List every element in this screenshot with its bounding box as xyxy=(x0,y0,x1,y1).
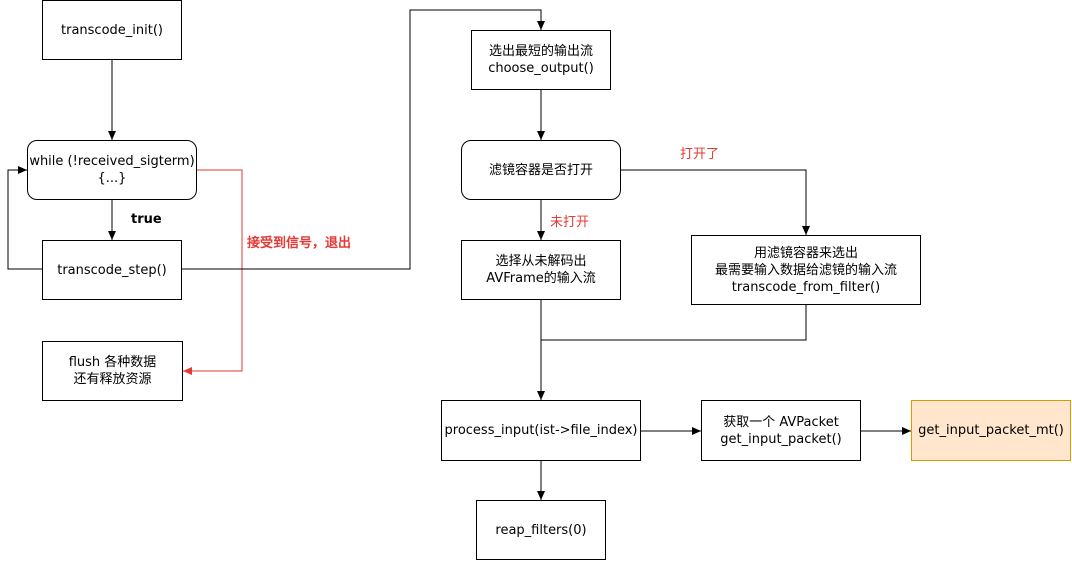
node-transcode-init: transcode_init() xyxy=(42,0,182,60)
node-from-filter-line3: transcode_from_filter() xyxy=(731,279,881,295)
edge-from-filter-join xyxy=(541,305,807,341)
node-transcode-step: transcode_step() xyxy=(42,240,182,300)
label-exit-signal: 接受到信号，退出 xyxy=(247,236,352,251)
node-from-filter-line1: 用滤镜容器来选出 xyxy=(753,245,858,261)
node-reap-filters-label: reap_filters(0) xyxy=(495,522,587,538)
node-select-line2: AVFrame的输入流 xyxy=(486,271,596,286)
label-opened: 打开了 xyxy=(680,147,720,162)
node-while-loop: while (!received_sigterm) {...} xyxy=(27,140,197,200)
node-choose-output: 选出最短的输出流 choose_output() xyxy=(471,30,611,90)
node-transcode-init-label: transcode_init() xyxy=(61,22,163,38)
node-process-input-label: process_input(ist->file_index) xyxy=(444,423,638,438)
edge-step-loop-back xyxy=(7,166,42,270)
node-process-input: process_input(ist->file_index) xyxy=(441,400,641,461)
edge-exit-signal xyxy=(183,169,243,375)
node-choose-line1: 选出最短的输出流 xyxy=(488,44,593,59)
label-not-opened: 未打开 xyxy=(550,215,590,230)
node-flush-line2: 还有释放资源 xyxy=(73,372,152,387)
node-from-filter-line2: 最需要输入数据给滤镜的输入流 xyxy=(714,262,897,278)
node-get-input-packet: 获取一个 AVPacket get_input_packet() xyxy=(701,400,861,461)
node-filter-check: 滤镜容器是否打开 xyxy=(461,140,621,200)
node-get-packet-mt-label: get_input_packet_mt() xyxy=(918,423,1064,438)
node-while-line2: {...} xyxy=(97,171,127,186)
node-flush-line1: flush 各种数据 xyxy=(68,355,157,370)
node-while-line1: while (!received_sigterm) xyxy=(29,154,195,169)
node-select-line1: 选择从未解码出 xyxy=(495,254,587,269)
node-get-packet-line2: get_input_packet() xyxy=(720,431,842,447)
edge-filter-opened xyxy=(621,169,810,235)
node-flush: flush 各种数据 还有释放资源 xyxy=(42,341,183,401)
edge-step-to-choose xyxy=(182,9,545,270)
node-choose-line2: choose_output() xyxy=(488,61,594,76)
node-transcode-step-label: transcode_step() xyxy=(57,262,167,278)
node-get-input-packet-mt: get_input_packet_mt() xyxy=(911,400,1071,461)
node-reap-filters: reap_filters(0) xyxy=(476,500,606,560)
label-true: true xyxy=(131,212,162,227)
node-transcode-from-filter: 用滤镜容器来选出 最需要输入数据给滤镜的输入流 transcode_from_f… xyxy=(691,235,921,305)
node-select-input: 选择从未解码出 AVFrame的输入流 xyxy=(461,240,621,300)
node-get-packet-line1: 获取一个 AVPacket xyxy=(723,414,839,430)
node-filter-check-label: 滤镜容器是否打开 xyxy=(488,162,593,178)
